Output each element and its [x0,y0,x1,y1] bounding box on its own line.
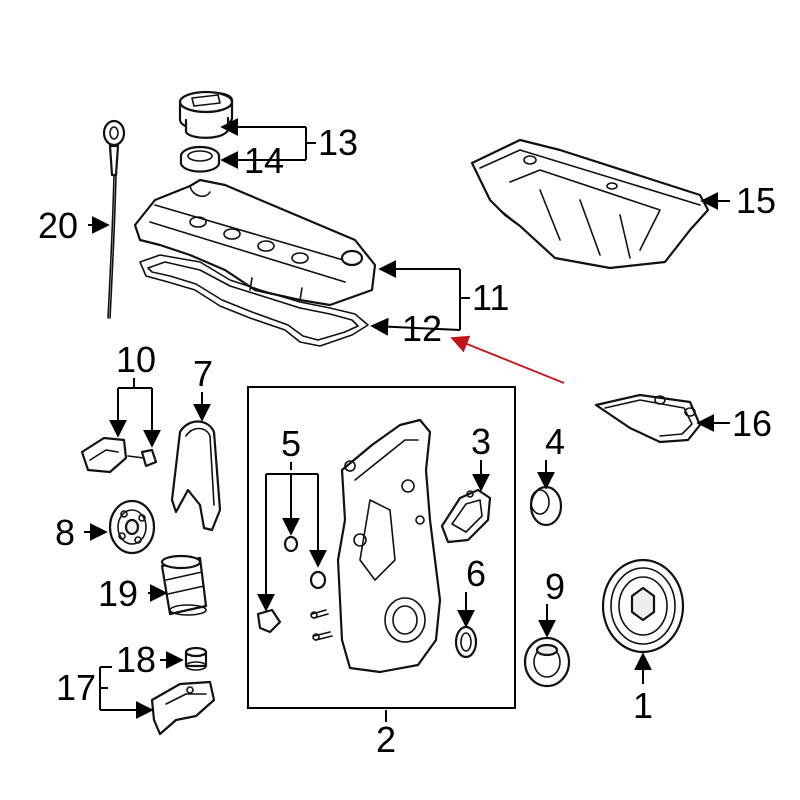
callout-19: 19 [98,573,138,614]
part-11-valve-cover [133,178,377,307]
part-9-sprocket [523,636,571,688]
callout-6: 6 [466,553,486,594]
callout-9: 9 [545,566,565,607]
part-19-oil-filter [160,554,208,616]
callout-2: 2 [376,719,396,760]
callout-4: 4 [545,421,565,462]
part-13-oil-filler-cap [178,90,234,139]
callout-18: 18 [116,639,156,680]
leader-lines [84,118,730,722]
part-3-cover-plate [440,488,492,544]
part-10-sensor [80,436,158,474]
front-cover-bolts [310,609,333,641]
callout-7: 7 [193,353,213,394]
part-18-bushing [184,646,208,671]
callout-3: 3 [471,421,491,462]
callout-11: 11 [472,277,509,318]
part-15-oil-pan [470,138,710,270]
part-12-valve-cover-gasket [139,254,369,347]
part-14-cap-seal [179,145,221,173]
part-16-oil-pan-baffle [594,393,702,444]
callout-12: 12 [402,308,442,349]
callout-17: 17 [56,667,96,708]
callout-10: 10 [116,339,156,380]
callout-20: 20 [38,205,78,246]
part-1-crankshaft-pulley [601,558,685,654]
part-8-pulley [108,499,156,555]
part-2-front-cover [336,418,442,674]
part-7-drive-belt [170,420,222,532]
part-4-plug [529,485,563,527]
callout-14: 14 [244,140,284,181]
part-2-group-box [247,386,516,709]
callout-16: 16 [732,403,772,444]
callout-5: 5 [281,423,301,464]
callout-15: 15 [736,180,776,221]
callout-8: 8 [55,512,75,553]
part-6-oil-seal [454,625,478,659]
part-20-oil-dipstick [102,119,126,319]
part-17-mount-bracket [150,680,216,736]
callout-1: 1 [633,685,653,726]
callout-13: 13 [318,122,358,163]
